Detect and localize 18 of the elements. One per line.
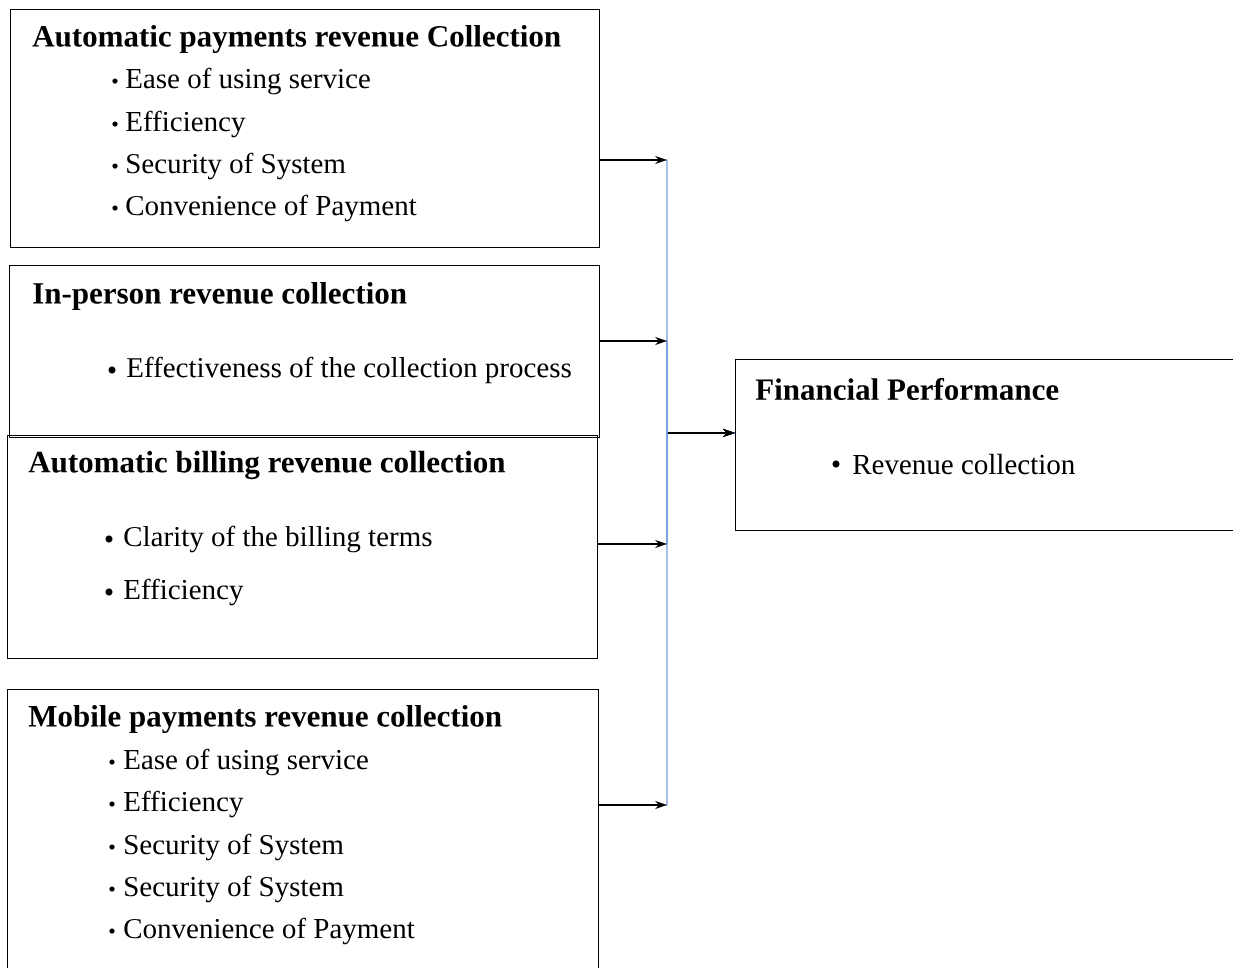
heading: Financial Performance xyxy=(755,377,1059,401)
bullet-item: Clarity of the billing terms xyxy=(105,525,432,553)
bullet-item: Revenue collection xyxy=(832,453,1075,475)
bullet-item: Efficiency xyxy=(109,790,244,818)
bullet-item: Security of System xyxy=(109,833,344,861)
heading: Automatic billing revenue collection xyxy=(28,450,506,480)
bullet-item: Convenience of Payment xyxy=(112,194,417,222)
bullet-item: Efficiency xyxy=(105,578,244,606)
bullet-item: Security of System xyxy=(112,152,346,180)
bullet-item: Efficiency xyxy=(112,110,246,138)
bullet-item: Security of System xyxy=(109,875,344,903)
heading: Automatic payments revenue Collection xyxy=(32,24,561,54)
heading: In-person revenue collection xyxy=(33,281,407,311)
bullet-item: Ease of using service xyxy=(109,748,368,776)
heading: Mobile payments revenue collection xyxy=(28,704,502,734)
bullet-item: Effectiveness of the collection process xyxy=(108,356,571,384)
bullet-item: Convenience of Payment xyxy=(109,917,415,945)
bullet-item: Ease of using service xyxy=(112,67,370,95)
